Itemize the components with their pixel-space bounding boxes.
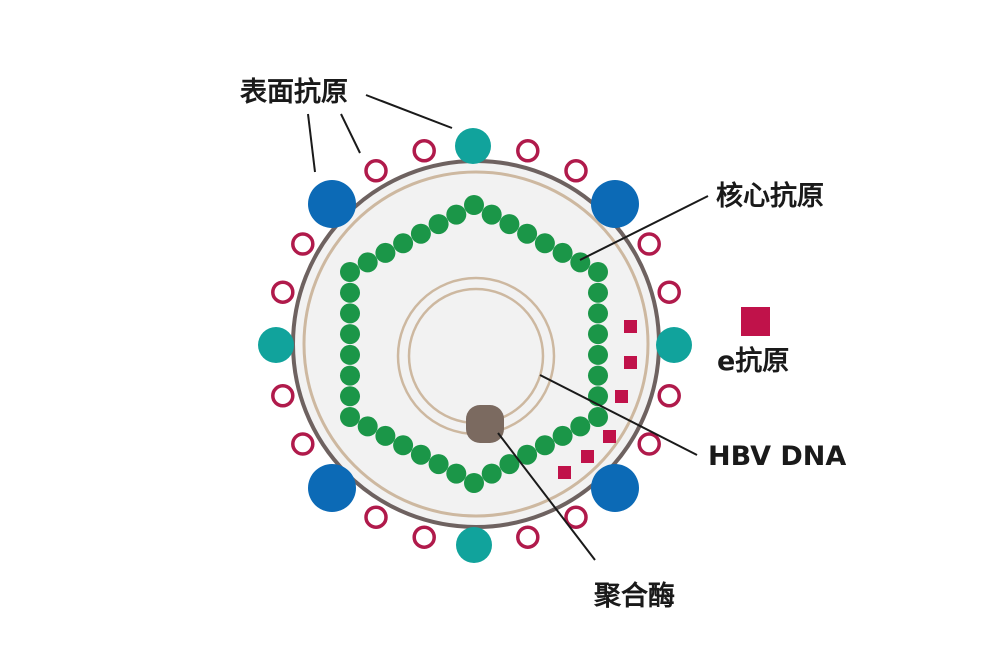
core-antigen-dot	[588, 324, 608, 345]
blue-surface-antigen	[308, 180, 356, 228]
core-antigen-dot	[588, 303, 608, 324]
surface-antigen-ring	[364, 505, 388, 529]
surface-antigen-ring	[637, 232, 661, 256]
surface-antigen-ring	[564, 159, 588, 183]
core-antigen-dot	[340, 303, 360, 324]
label-hbv-dna: HBV DNA	[708, 441, 846, 472]
surface-antigen-ring	[637, 432, 661, 456]
core-antigen-dot	[340, 262, 360, 282]
core-antigen-dot	[357, 252, 378, 273]
core-antigen-dot	[552, 425, 573, 446]
surface-antigen-ring	[516, 139, 540, 163]
label-core-antigen: 核心抗原	[716, 180, 824, 212]
core-antigen-dot	[588, 365, 608, 386]
core-antigen-dot	[499, 214, 520, 235]
core-antigen-dot	[534, 233, 555, 254]
surface-antigen-ring	[516, 525, 540, 549]
core-antigen-dot	[410, 444, 431, 465]
inner-envelope-ring	[302, 170, 650, 518]
core-antigen-dot	[375, 425, 396, 446]
core-antigen-dot	[340, 324, 360, 345]
core-antigen-dot	[588, 407, 608, 427]
core-antigen-dot	[552, 242, 573, 263]
core-antigen-dot	[588, 386, 608, 407]
core-antigen-dot	[340, 386, 360, 407]
core-antigen-dot	[340, 344, 360, 365]
core-antigen-dot	[588, 282, 608, 303]
leader-surface-3	[307, 113, 316, 173]
core-antigen-dot	[570, 416, 591, 437]
surface-antigen-ring	[271, 384, 295, 408]
core-antigen-dot	[481, 204, 502, 225]
surface-antigen-ring	[364, 159, 388, 183]
blue-surface-antigen	[308, 464, 356, 512]
core-antigen-dot	[428, 214, 449, 235]
core-antigen-dot	[375, 242, 396, 263]
blue-surface-antigen	[591, 464, 639, 512]
core-antigen-dot	[340, 282, 360, 303]
e-antigen-square	[615, 390, 628, 403]
core-antigen-dot	[446, 204, 467, 225]
core-antigen-dot	[428, 454, 449, 475]
leader-hbv-dna	[539, 374, 698, 456]
e-antigen-square	[558, 466, 571, 479]
leader-lines	[307, 94, 709, 561]
e-antigen-square	[624, 356, 637, 369]
core-antigen-dot	[410, 223, 431, 244]
teal-surface-protein	[456, 527, 492, 563]
core-antigen-dot	[517, 444, 538, 465]
core-antigen-capsid	[340, 195, 608, 493]
core-antigen-dot	[393, 233, 414, 254]
e-antigen-square-icon	[741, 307, 770, 336]
label-e-antigen: e抗原	[717, 345, 789, 377]
teal-surface-protein	[656, 327, 692, 363]
teal-surface-protein	[258, 327, 294, 363]
core-antigen-dot	[588, 262, 608, 282]
core-antigen-dot	[464, 195, 484, 215]
leader-core	[579, 195, 709, 261]
e-antigen-square	[603, 430, 616, 443]
core-antigen-dot	[534, 435, 555, 456]
core-antigen-dot	[340, 365, 360, 386]
surface-antigen-rings	[271, 139, 681, 549]
surface-antigen-ring	[564, 505, 588, 529]
surface-antigen-ring	[291, 432, 315, 456]
core-antigen-dot	[464, 473, 484, 493]
leader-surface-1	[365, 94, 453, 129]
e-antigen-square	[624, 320, 637, 333]
core-antigen-dot	[588, 344, 608, 365]
core-antigen-dot	[517, 223, 538, 244]
leader-polymerase	[497, 432, 596, 561]
e-antigen-square	[581, 450, 594, 463]
label-polymerase: 聚合酶	[593, 580, 675, 612]
surface-antigen-ring	[657, 384, 681, 408]
surface-antigen-ring	[271, 280, 295, 304]
label-surface-antigen: 表面抗原	[240, 76, 348, 108]
core-antigen-dot	[340, 407, 360, 427]
surface-antigen-ring	[412, 525, 436, 549]
surface-antigen-ring	[412, 139, 436, 163]
surface-antigen-ring	[291, 232, 315, 256]
leader-surface-2	[340, 113, 361, 154]
polymerase-blob	[466, 405, 504, 443]
core-antigen-dot	[499, 454, 520, 475]
blue-surface-antigen	[591, 180, 639, 228]
core-antigen-dot	[481, 463, 502, 484]
surface-antigen-ring	[657, 280, 681, 304]
core-antigen-dot	[393, 435, 414, 456]
core-antigen-dot	[357, 416, 378, 437]
teal-surface-protein	[455, 128, 491, 164]
core-antigen-dot	[446, 463, 467, 484]
